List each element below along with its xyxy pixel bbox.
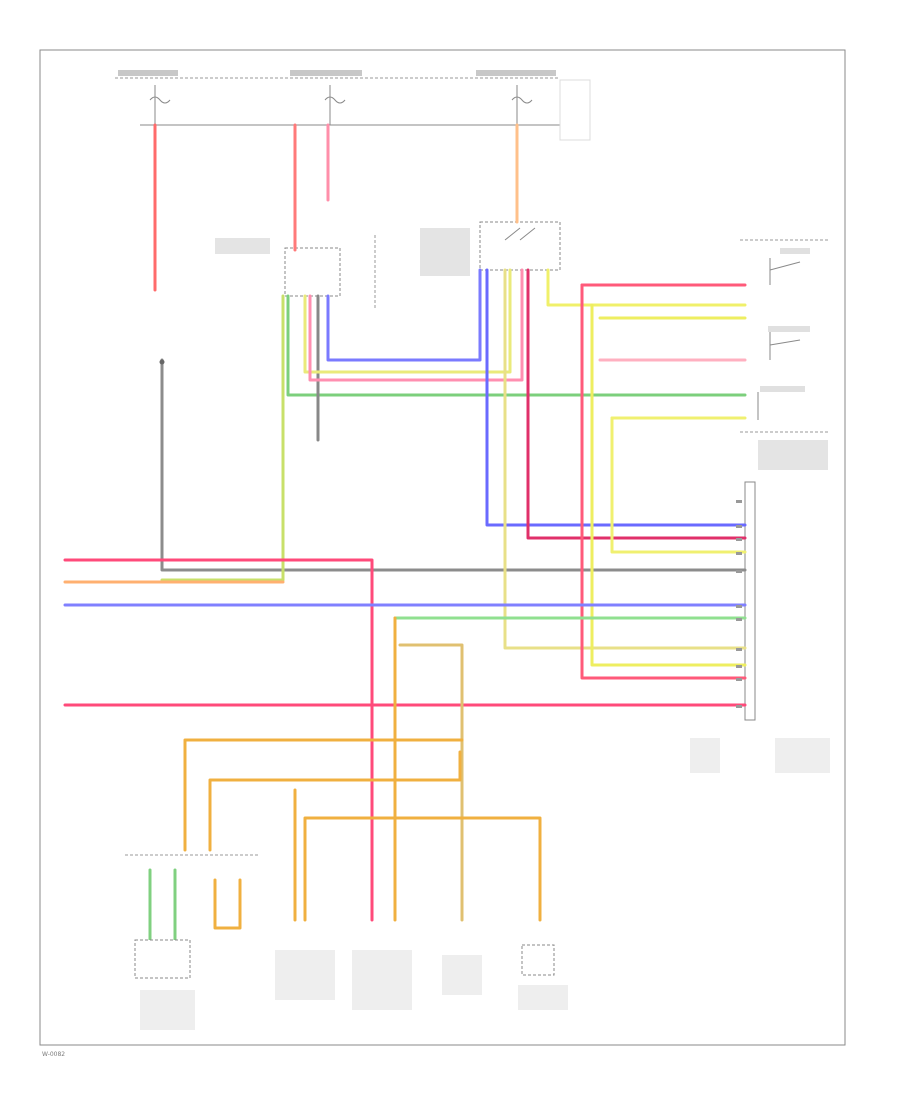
wire-orange-loop-2: [208, 750, 462, 852]
wire-orange-bar: [303, 816, 542, 922]
transmission-range-switch-box: [479, 221, 561, 271]
wire-pink-cluster-2: [308, 268, 524, 382]
component-label-5: [518, 985, 568, 1010]
tcm-connector: [744, 481, 756, 721]
component-label-2: [275, 950, 335, 1000]
component-label-3: [352, 950, 412, 1010]
wire-yellowgreen-cluster: [160, 294, 285, 582]
transmission-range-switch-label: [420, 228, 470, 276]
wire-yellow-cluster: [303, 268, 512, 374]
wire-blue-cluster: [326, 268, 482, 362]
fuse-3: [511, 85, 533, 125]
instrument-cluster-box: [284, 247, 341, 297]
tcm-label: [758, 440, 828, 470]
fuse-2: [324, 85, 346, 125]
brake-switch: [740, 239, 828, 285]
wire-orange-loop: [183, 738, 464, 852]
wire-orange-u: [213, 878, 242, 930]
ground-connector-box: [134, 939, 191, 979]
select-switch: [757, 386, 805, 420]
wire-red-bus-1: [63, 558, 374, 922]
wire-yellow-select-v: [610, 416, 747, 554]
wire-gray-left: [160, 358, 747, 572]
fuse-1: [149, 85, 171, 125]
wire-yellow-trs: [503, 268, 747, 650]
component-label-6: [690, 738, 720, 773]
component-label-4: [442, 955, 482, 995]
ground-dot-left: [159, 359, 165, 365]
wire-red-vertical: [580, 283, 747, 680]
wire-tan-lower: [398, 643, 464, 922]
wire-yellow-vertical: [590, 303, 747, 667]
wire-magenta-trs: [526, 268, 747, 540]
overdrive-switch: [768, 326, 810, 360]
fuse-note-block: [559, 79, 591, 141]
bus-label-block-3: [476, 70, 556, 76]
wire-yellow-trs-2: [546, 268, 747, 307]
component-label-7: [775, 738, 830, 773]
instrument-cluster-label: [215, 238, 270, 254]
tcm-pin-markers: [736, 500, 742, 708]
power-bus: [115, 70, 560, 126]
diagram-border: [39, 49, 846, 1046]
sensor-box-right: [521, 944, 555, 976]
component-label-1: [140, 990, 195, 1030]
bus-label-block-2: [290, 70, 362, 76]
footer-code: W-0082: [42, 1051, 65, 1058]
bus-label-block-1: [118, 70, 178, 76]
wire-blue-trs: [485, 268, 747, 527]
